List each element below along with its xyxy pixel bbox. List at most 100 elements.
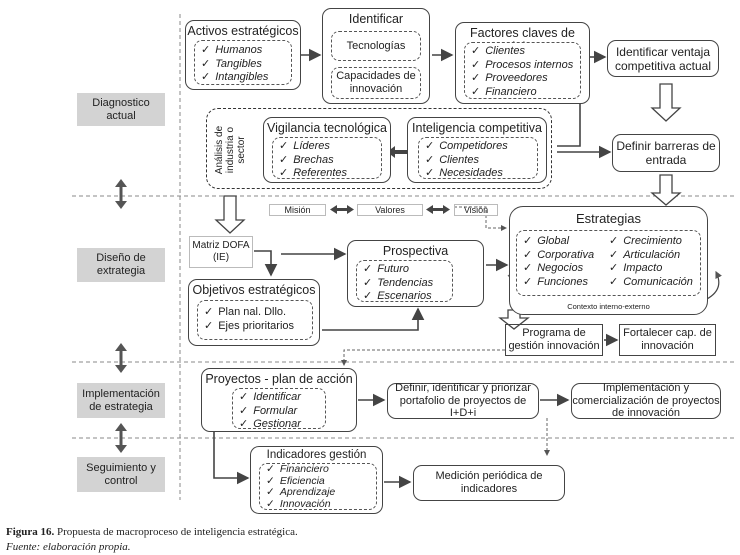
- estrategias-col1: Global Corporativa Negocios Funciones: [523, 235, 594, 289]
- estrategia-item: Comunicación: [609, 276, 693, 290]
- analisis-label: Análisis de industria o sector: [200, 120, 260, 180]
- programa-label: Programa de gestión innovación: [508, 327, 600, 352]
- figure-source: Fuente: elaboración propia.: [6, 541, 131, 553]
- contexto-arrow-right: [704, 270, 722, 301]
- vigilancia-item: Brechas: [279, 154, 381, 168]
- vigilancia-title: Vigilancia tecnológica: [267, 121, 387, 135]
- indicadores-item: Financiero: [266, 463, 376, 476]
- phase-diagnostico: Diagnostico actual: [77, 93, 165, 126]
- prospectiva-list: Futuro Tendencias Escenarios: [363, 263, 452, 304]
- factores-list: Clientes Procesos internos Proveedores F…: [471, 45, 580, 99]
- estrategia-item: Global: [523, 235, 594, 249]
- indicadores-item: Innovación: [266, 498, 376, 511]
- estrategia-item: Corporativa: [523, 249, 594, 263]
- analisis-industria-group: [206, 108, 552, 189]
- matriz-label: Matriz DOFA (IE): [192, 240, 250, 263]
- factores-item: Procesos internos: [471, 59, 580, 73]
- inteligencia-item: Necesidades: [425, 167, 537, 181]
- inteligencia-list-box: Competidores Clientes Necesidades: [418, 137, 538, 179]
- factores-item: Proveedores: [471, 72, 580, 86]
- analisis-text: Análisis de industria o sector: [213, 125, 247, 175]
- proyectos-item: Gestionar: [239, 418, 325, 432]
- vigilancia-box: Vigilancia tecnológica Líderes Brechas R…: [263, 117, 391, 183]
- indicadores-title: Indicadores gestión: [266, 449, 367, 461]
- activos-item: Intangibles: [201, 71, 291, 85]
- vigilancia-list-box: Líderes Brechas Referentes: [272, 137, 382, 179]
- capacidades-label: Capacidades de innovación: [336, 70, 416, 95]
- double-arrow-mision-valores: [330, 205, 354, 214]
- vigilancia-item: Líderes: [279, 140, 381, 154]
- prospectiva-title: Prospectiva: [382, 244, 449, 258]
- caption-text: Propuesta de macroproceso de inteligenci…: [57, 526, 298, 538]
- contexto-label: Contexto interno-externo: [567, 302, 650, 311]
- inteligencia-item: Clientes: [425, 154, 537, 168]
- vision-box: Visión: [454, 204, 498, 216]
- portafolio-label: Definir, identificar y priorizar portafo…: [395, 382, 531, 420]
- vigilancia-list: Líderes Brechas Referentes: [279, 140, 381, 181]
- mision-box: Misión: [269, 204, 326, 216]
- indicadores-list: Financiero Eficiencia Aprendizaje Innova…: [266, 463, 376, 511]
- barreras-box: Definir barreras de entrada: [612, 134, 720, 172]
- inteligencia-list: Competidores Clientes Necesidades: [425, 140, 537, 181]
- implementacion-box: Implementación y comercialización de pro…: [571, 382, 721, 419]
- prospectiva-box: Prospectiva Futuro Tendencias Escenarios: [347, 240, 484, 307]
- objetivos-title: Objetivos estratégicos: [192, 283, 316, 297]
- inteligencia-item: Competidores: [425, 140, 537, 154]
- ventaja-label: Identificar ventaja competitiva actual: [614, 44, 712, 73]
- caption-label: Figura 16.: [6, 526, 55, 538]
- activos-item: Humanos: [201, 44, 291, 58]
- proyectos-list: Identificar Formular Gestionar: [239, 391, 325, 432]
- fortalecer-box: Fortalecer cap. de innovación: [619, 324, 716, 356]
- factores-box: Factores claves de éxito Clientes Proces…: [455, 22, 590, 104]
- factores-item: Clientes: [471, 45, 580, 59]
- hollow-arrow-barreras: [650, 174, 682, 206]
- estrategia-item: Negocios: [523, 262, 594, 276]
- indicadores-item: Eficiencia: [266, 475, 376, 488]
- indicadores-item: Aprendizaje: [266, 486, 376, 499]
- phase-diseno: Diseño de extrategia: [77, 248, 165, 282]
- portafolio-box: Definir, identificar y priorizar portafo…: [387, 382, 539, 420]
- estrategias-title: Estrategias: [575, 211, 642, 226]
- proyectos-box: Proyectos - plan de acción Identificar F…: [201, 368, 357, 432]
- phase-seguimiento: Seguimiento y control: [77, 457, 165, 492]
- estrategia-item: Impacto: [609, 262, 693, 276]
- prospectiva-list-box: Futuro Tendencias Escenarios: [356, 260, 453, 302]
- phase-diagnostico-label: Diagnostico actual: [92, 96, 150, 122]
- estrategia-item: Crecimiento: [609, 235, 693, 249]
- phase-diseno-label: Diseño de extrategia: [96, 252, 146, 277]
- factores-item: Financiero: [471, 86, 580, 100]
- factores-list-box: Clientes Procesos internos Proveedores F…: [464, 42, 581, 99]
- activos-title: Activos estratégicos: [187, 24, 299, 38]
- fortalecer-label: Fortalecer cap. de innovación: [623, 327, 712, 352]
- proyectos-item: Identificar: [239, 391, 325, 405]
- objetivos-list-box: Plan nal. Dllo. Ejes prioritarios: [197, 300, 313, 340]
- identificar-title: Identificar: [348, 12, 404, 26]
- vigilancia-item: Referentes: [279, 167, 381, 181]
- phase-arrow-1: [115, 179, 127, 209]
- programa-box: Programa de gestión innovación: [505, 324, 603, 356]
- phase-implementacion: Implementación de estrategia: [77, 383, 165, 418]
- valores-box: Valores: [357, 204, 423, 216]
- hollow-arrow-matriz: [214, 195, 246, 234]
- prospectiva-item: Escenarios: [363, 290, 452, 304]
- vision-label: Visión: [463, 205, 489, 215]
- objetivos-box: Objetivos estratégicos Plan nal. Dllo. E…: [188, 279, 320, 346]
- activos-list: Humanos Tangibles Intangibles: [201, 44, 291, 85]
- phase-seguimiento-label: Seguimiento y control: [86, 461, 156, 487]
- valores-label: Valores: [375, 205, 405, 215]
- phase-implementacion-label: Implementación de estrategia: [82, 387, 160, 413]
- capacidades-box: Capacidades de innovación: [331, 67, 421, 99]
- double-arrow-valores-vision: [426, 205, 450, 214]
- estrategias-col2: Crecimiento Articulación Impacto Comunic…: [609, 235, 693, 289]
- inteligencia-box: Inteligencia competitiva Competidores Cl…: [407, 117, 547, 183]
- hollow-arrow-ventaja: [650, 83, 682, 122]
- matriz-box: Matriz DOFA (IE): [189, 236, 253, 268]
- proyectos-list-box: Identificar Formular Gestionar: [232, 388, 326, 432]
- proyectos-item: Formular: [239, 405, 325, 419]
- phase-arrow-2: [115, 343, 127, 373]
- estrategias-list-box: Global Corporativa Negocios Funciones Cr…: [516, 230, 701, 296]
- objetivos-item: Ejes prioritarios: [204, 320, 312, 334]
- estrategia-item: Articulación: [609, 249, 693, 263]
- activos-list-box: Humanos Tangibles Intangibles: [194, 40, 292, 85]
